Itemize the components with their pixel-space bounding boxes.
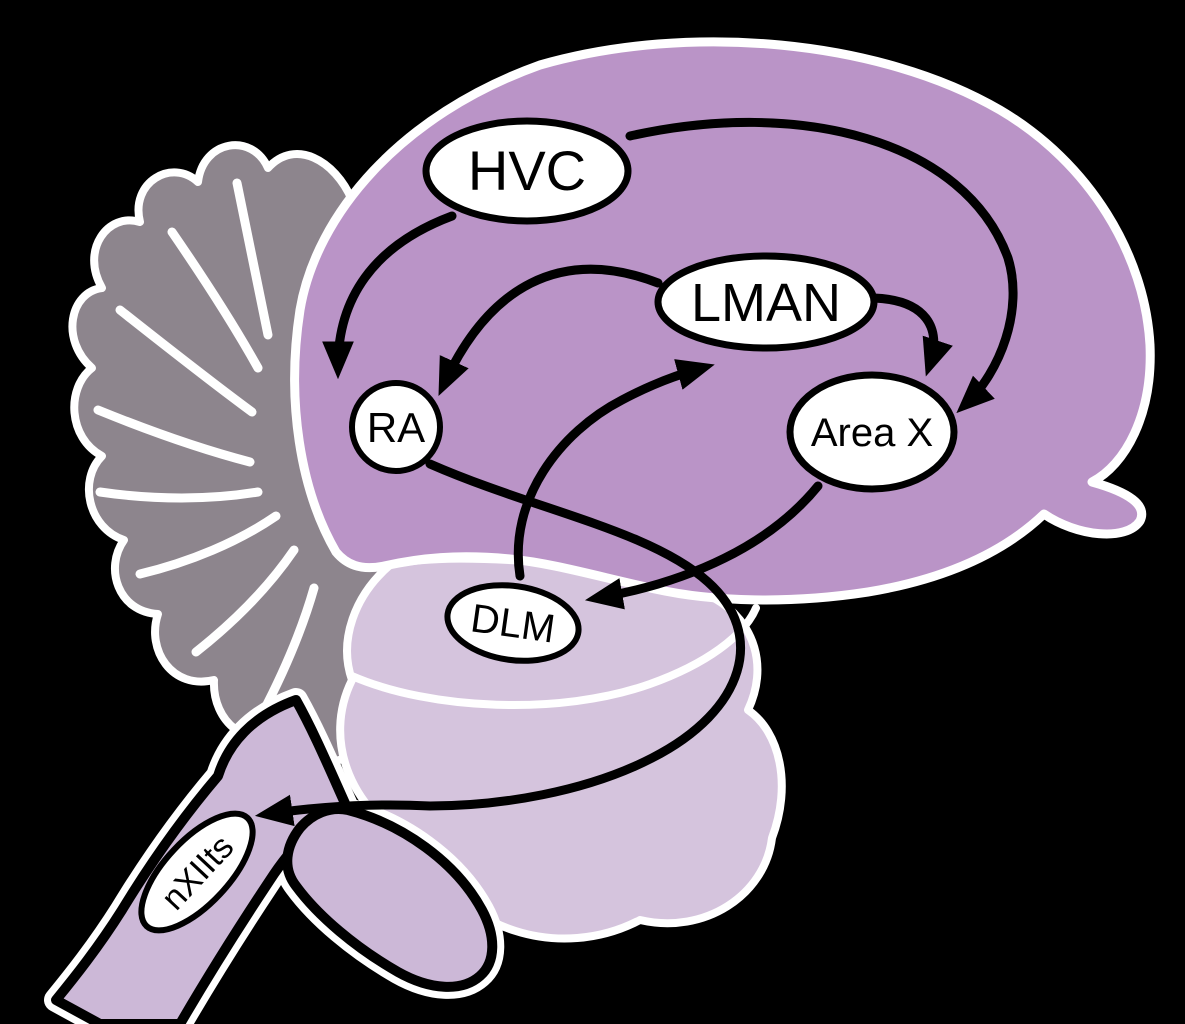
node-lman: LMAN xyxy=(654,252,878,352)
node-hvc: HVC xyxy=(422,117,632,225)
pons-shape xyxy=(282,804,498,992)
nodes: HVC LMAN RA Area X DLM nXIIts xyxy=(138,117,958,934)
arrow-dlm-to-lman xyxy=(513,359,715,581)
node-ra-shape xyxy=(349,380,443,474)
fissure-line xyxy=(95,487,263,503)
arrow-hvc-to-areax xyxy=(625,117,1018,414)
node-lman-label: LMAN xyxy=(691,273,841,333)
node-hvc-shape xyxy=(422,117,632,225)
fissure-line xyxy=(191,545,299,657)
node-areax: Area X xyxy=(786,371,958,493)
node-dlm: DLM xyxy=(444,582,582,664)
arrow-hvc-to-ra xyxy=(322,211,457,380)
node-lman-shape xyxy=(654,252,878,352)
fissure-line xyxy=(135,511,281,579)
node-ra: RA xyxy=(349,380,443,474)
fissure-line xyxy=(115,305,257,417)
node-hvc-label: HVC xyxy=(468,139,586,202)
node-nxiits-shape xyxy=(138,810,256,934)
node-areax-shape xyxy=(786,371,958,493)
arrow-lman-to-ra xyxy=(438,264,663,397)
node-dlm-shape xyxy=(444,582,582,664)
midbrain-divider xyxy=(348,604,760,710)
fissure-line xyxy=(167,227,263,373)
arrow-ra-to-nxiits xyxy=(254,459,745,827)
node-areax-label: Area X xyxy=(811,411,933,455)
arrow-areax-to-dlm xyxy=(584,481,823,610)
node-ra-label: RA xyxy=(367,404,425,451)
connection-arrows xyxy=(254,117,1018,827)
fissure-line xyxy=(93,405,255,467)
fissure-line xyxy=(232,178,273,340)
arrow-lman-to-areax xyxy=(869,293,953,377)
